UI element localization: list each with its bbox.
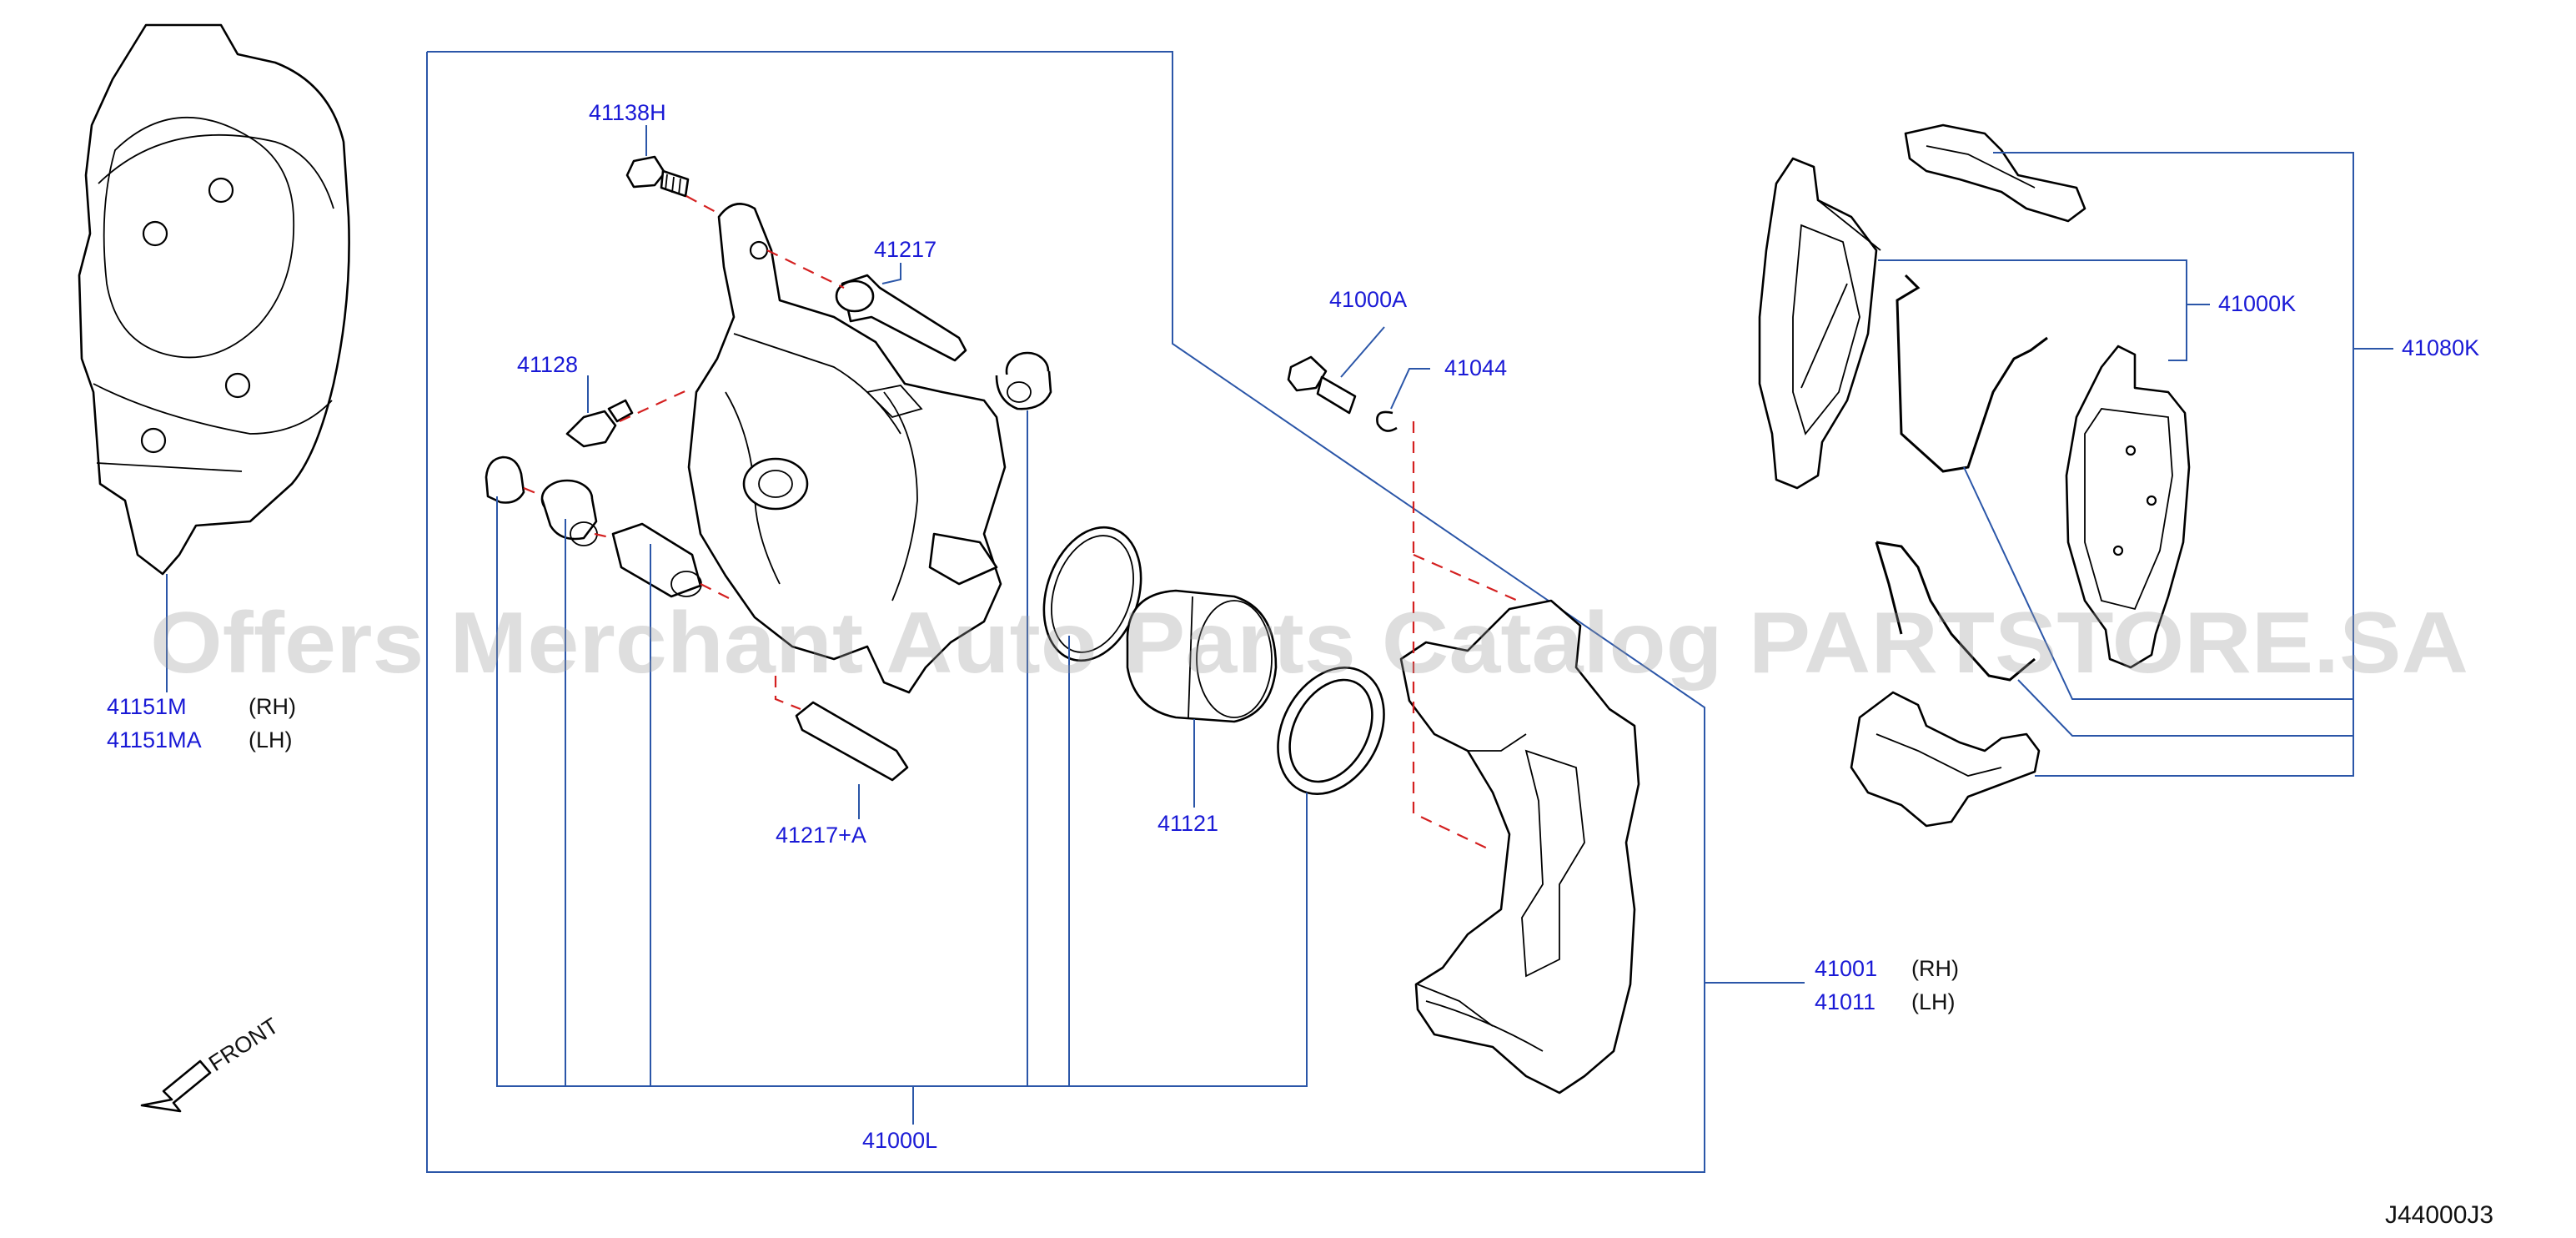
anti-rattle-spring-bottom-part[interactable] xyxy=(1875,541,2036,682)
side-lh-41151ma: (LH) xyxy=(249,727,293,752)
guide-pin-41217-part[interactable] xyxy=(835,274,967,362)
part-number-41011[interactable]: 41011 xyxy=(1815,989,1876,1014)
part-number-41001[interactable]: 41001 xyxy=(1815,956,1877,981)
part-number-41000k[interactable]: 41000K xyxy=(2218,291,2296,316)
part-number-41121[interactable]: 41121 xyxy=(1157,811,1218,836)
part-number-41000l[interactable]: 41000L xyxy=(862,1128,937,1153)
part-number-41138h[interactable]: 41138H xyxy=(589,100,666,125)
caliper-body-part[interactable] xyxy=(687,203,1007,694)
part-number-41080k[interactable]: 41080K xyxy=(2402,335,2479,360)
callout-torque-member[interactable]: 41001 (RH) 41011 (LH) xyxy=(1815,956,1959,1014)
part-number-41151m[interactable]: 41151M xyxy=(107,694,187,719)
alignment-lines xyxy=(523,195,1519,852)
part-number-41128[interactable]: 41128 xyxy=(517,352,578,377)
part-number-41217a[interactable]: 41217+A xyxy=(776,823,866,848)
leader-lines xyxy=(166,125,2393,1125)
piston-41121-part[interactable] xyxy=(1126,589,1278,723)
bolt-41000a-part[interactable] xyxy=(1287,355,1357,415)
side-rh-41151m: (RH) xyxy=(249,694,296,719)
watermark-text: Offers Merchant Auto Parts Catalog PARTS… xyxy=(150,595,2468,692)
front-arrow-icon xyxy=(140,1059,212,1113)
pad-clip-bottom-part[interactable] xyxy=(1850,691,2041,828)
inner-pad-part[interactable] xyxy=(1758,157,1881,490)
caliper-assembly-frame xyxy=(426,51,1705,1173)
washer-41044-part[interactable] xyxy=(1376,410,1398,432)
guide-pin-41217a-part[interactable] xyxy=(795,701,909,782)
outer-pad-part[interactable] xyxy=(2065,345,2191,669)
bolt-41138h-part[interactable] xyxy=(625,155,690,198)
torque-member-part[interactable] xyxy=(1399,599,1640,1095)
pin-boot-part[interactable] xyxy=(485,455,525,504)
dust-cover-part[interactable] xyxy=(78,23,350,576)
piston-boot-small-part[interactable] xyxy=(995,351,1052,410)
side-lh-41011: (LH) xyxy=(1911,989,1956,1014)
front-direction-indicator: FRONT xyxy=(140,1013,283,1113)
diagram-reference-code: J44000J3 xyxy=(2385,1201,2493,1229)
bushing-part[interactable] xyxy=(611,522,702,598)
side-rh-41001: (RH) xyxy=(1911,956,1959,981)
pad-clip-top-part[interactable] xyxy=(1904,123,2086,223)
piston-dust-boot-part[interactable] xyxy=(1257,649,1405,813)
front-label: FRONT xyxy=(204,1013,283,1076)
callout-dust-cover[interactable]: 41151M (RH) 41151MA (LH) xyxy=(107,694,296,752)
sleeve-part[interactable] xyxy=(540,479,598,546)
part-number-41217[interactable]: 41217 xyxy=(874,237,936,262)
part-number-41000a[interactable]: 41000A xyxy=(1329,287,1407,312)
part-number-41044[interactable]: 41044 xyxy=(1444,355,1507,380)
part-number-41151ma[interactable]: 41151MA xyxy=(107,727,202,752)
anti-rattle-spring-top-part[interactable] xyxy=(1896,274,2048,473)
bleeder-41128-part[interactable] xyxy=(565,399,634,448)
